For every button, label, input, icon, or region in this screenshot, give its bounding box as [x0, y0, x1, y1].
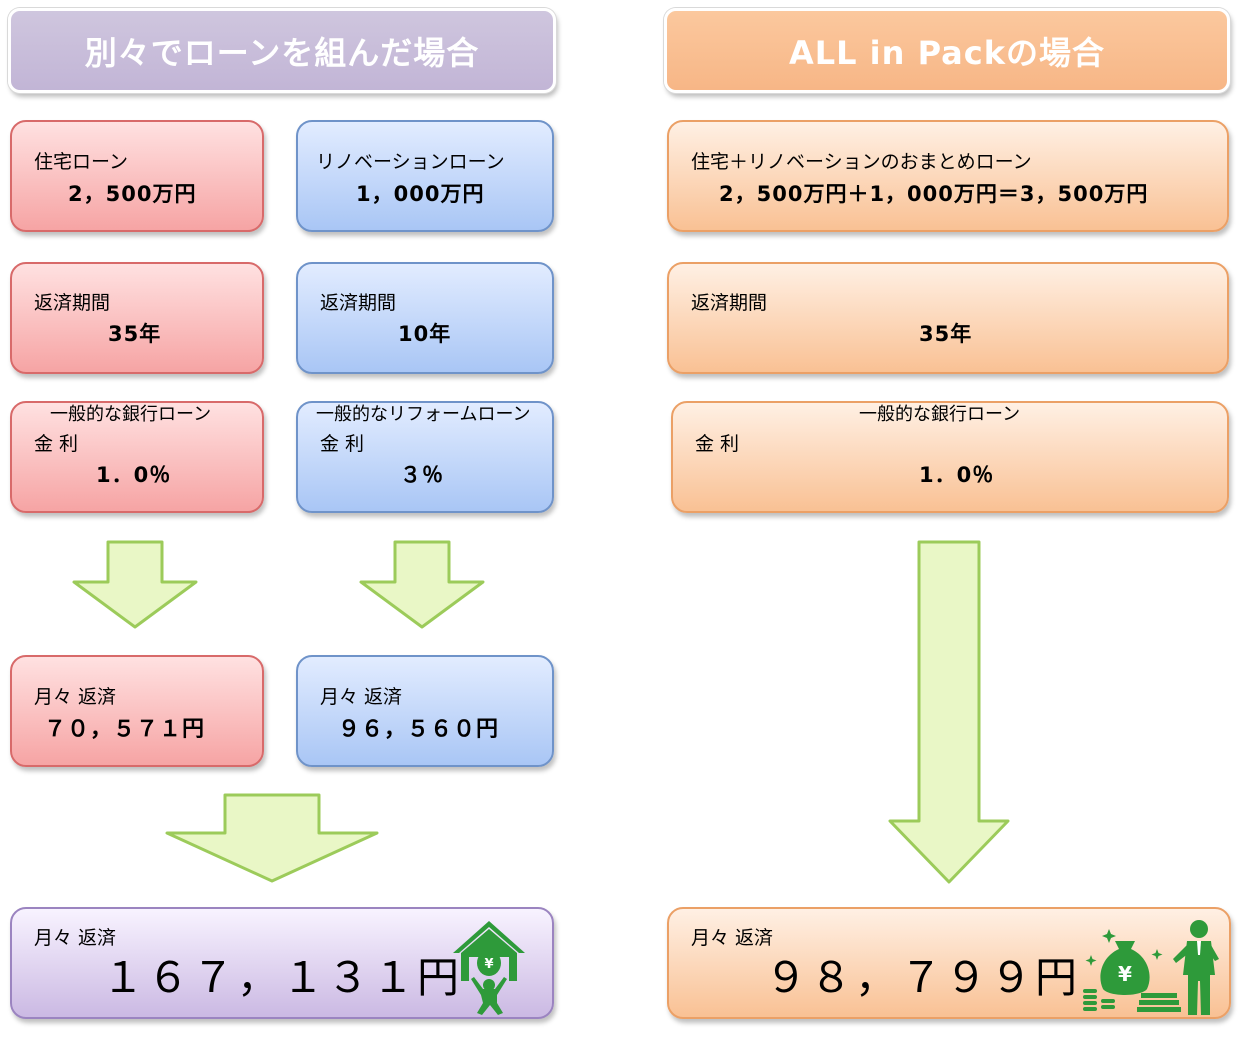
renovation-rate-note: 一般的なリフォームローン: [316, 404, 531, 425]
svg-text:¥: ¥: [1118, 962, 1132, 986]
housing-monthly-box: 月々 返済 ７０，５７１円: [10, 655, 264, 767]
housing-rate-label: 金 利: [34, 433, 79, 455]
down-arrow-housing: [72, 540, 198, 629]
combined-loan-label: 住宅＋リノベーションのおまとめローン: [691, 151, 1032, 173]
renovation-loan-label: リノベーションローン: [316, 151, 505, 173]
left-header: 別々でローンを組んだ場合: [8, 8, 556, 93]
combined-term-box: 返済期間 35年: [667, 262, 1229, 374]
left-total-box: 月々 返済 １６７，１３１円 ¥: [10, 907, 554, 1019]
down-arrow-total-left: [165, 793, 379, 883]
renovation-loan-box: リノベーションローン 1，000万円: [296, 120, 554, 232]
renovation-loan-amount: 1，000万円: [356, 182, 485, 206]
left-header-title: 別々でローンを組んだ場合: [84, 33, 480, 72]
housing-loan-box: 住宅ローン 2，500万円: [10, 120, 264, 232]
housing-rate-box: 一般的な銀行ローン 金 利 1．0％: [10, 401, 264, 513]
housing-term-label: 返済期間: [34, 292, 111, 314]
housing-term-box: 返済期間 35年: [10, 262, 264, 374]
housing-monthly-label: 月々 返済: [34, 686, 117, 708]
combined-rate-value: 1．0％: [919, 463, 995, 487]
renovation-rate-box: 一般的なリフォームローン 金 利 ３％: [296, 401, 554, 513]
right-total-value: ９８，７９９円: [765, 953, 1081, 1002]
combined-loan-box: 住宅＋リノベーションのおまとめローン 2，500万円＋1，000万円＝3，500…: [667, 120, 1229, 232]
housing-monthly-value: ７０，５７１円: [44, 717, 206, 742]
renovation-monthly-value: ９６，５６０円: [338, 717, 500, 742]
right-total-label: 月々 返済: [691, 927, 774, 949]
housing-loan-amount: 2，500万円: [68, 182, 197, 206]
left-total-value: １６７，１３１円: [102, 953, 463, 1002]
housing-rate-note: 一般的な銀行ローン: [50, 404, 212, 425]
renovation-rate-value: ３％: [400, 463, 444, 487]
housing-loan-label: 住宅ローン: [34, 151, 129, 173]
combined-rate-box: 一般的な銀行ローン 金 利 1．0％: [671, 401, 1229, 513]
combined-rate-label: 金 利: [695, 433, 740, 455]
renovation-rate-label: 金 利: [320, 433, 365, 455]
money-bag-businessman-icon: ¥: [1083, 920, 1219, 1015]
combined-rate-note: 一般的な銀行ローン: [859, 404, 1021, 425]
right-header-title: ALL in Packの場合: [788, 33, 1106, 72]
down-arrow-long-right: [888, 540, 1010, 884]
housing-term-value: 35年: [108, 322, 162, 346]
svg-text:¥: ¥: [484, 957, 493, 972]
renovation-monthly-label: 月々 返済: [320, 686, 403, 708]
renovation-monthly-box: 月々 返済 ９６，５６０円: [296, 655, 554, 767]
combined-term-value: 35年: [919, 322, 973, 346]
renovation-term-box: 返済期間 10年: [296, 262, 554, 374]
combined-term-label: 返済期間: [691, 292, 768, 314]
renovation-term-label: 返済期間: [320, 292, 397, 314]
right-total-box: 月々 返済 ９８，７９９円 ¥: [667, 907, 1231, 1019]
left-total-label: 月々 返済: [34, 927, 117, 949]
down-arrow-renovation: [359, 540, 485, 629]
right-header: ALL in Packの場合: [664, 8, 1230, 93]
house-yen-person-icon: ¥: [453, 921, 525, 1015]
housing-rate-value: 1．0％: [96, 463, 172, 487]
combined-loan-amount: 2，500万円＋1，000万円＝3，500万円: [719, 182, 1149, 206]
renovation-term-value: 10年: [398, 322, 452, 346]
